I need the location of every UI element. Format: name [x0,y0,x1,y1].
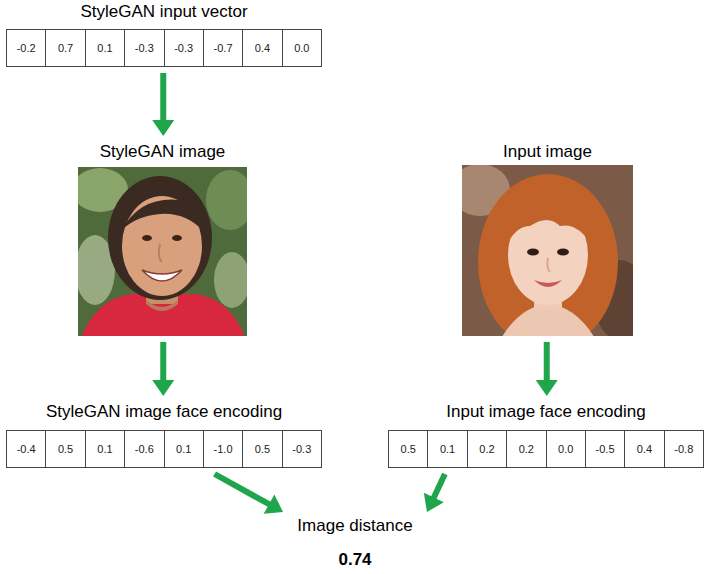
result-box: Image distance 0.74 [275,514,435,570]
cell-value: -0.3 [135,42,154,54]
distance-value: 0.74 [275,550,435,570]
vector-cell: 0.1 [427,430,467,468]
cell-value: 0.4 [637,443,652,455]
vector-cell: 0.1 [85,430,125,468]
cell-value: -0.7 [214,42,233,54]
arrow-shaft [544,342,550,381]
arrow-shaft [433,474,444,498]
vector-heading: Input image face encoding [388,400,704,424]
vector-cell: 0.4 [624,430,664,468]
cell-value: 0.1 [176,443,191,455]
vector-cell: -0.3 [124,29,164,67]
arrow-shaft [215,474,270,505]
vector-cell: -0.3 [164,29,204,67]
vector-cell: -0.3 [282,430,322,468]
panel-heading: Input image [462,140,633,164]
vector-heading: StyleGAN input vector [6,0,322,24]
arrow-shaft [160,342,166,381]
vector-heading: StyleGAN image face encoding [6,400,322,424]
flow-arrow [424,474,445,512]
panel-heading: StyleGAN image [78,140,247,164]
vector-cell: -0.2 [6,29,46,67]
vector-cell: 0.2 [467,430,507,468]
vector-cell: -1.0 [203,430,243,468]
cell-value: 0.2 [479,443,494,455]
arrow-head [152,120,174,136]
cell-value: 0.5 [401,443,416,455]
cell-value: -0.3 [292,443,311,455]
vector-row: Input image face encoding 0.5 0.1 0.2 0.2 0.0… [388,400,704,468]
arrow-head [536,380,558,396]
vector-cell: 0.0 [282,29,322,67]
flow-arrow [536,342,558,396]
vector-cell: 0.5 [242,430,282,468]
cell-value: 0.7 [58,42,73,54]
flow-arrow [152,73,174,136]
cell-value: -1.0 [214,443,233,455]
cell-value: 0.1 [440,443,455,455]
cell-value: 0.1 [97,42,112,54]
cell-value: 0.4 [255,42,270,54]
vector-cell: 0.1 [164,430,204,468]
vector-cell: 0.4 [242,29,282,67]
cell-value: -0.6 [135,443,154,455]
vector-cells: 0.5 0.1 0.2 0.2 0.0 -0.5 0.4 -0.8 [388,430,704,468]
cell-value: 0.5 [58,443,73,455]
image-panel: Input image [462,140,633,336]
input-photo [462,165,633,336]
cell-value: -0.4 [17,443,36,455]
arrow-head [152,380,174,396]
vector-cell: -0.5 [585,430,625,468]
vector-row: StyleGAN input vector-0.20.70.1-0.3-0.3-… [6,0,322,67]
vector-cell: 0.5 [45,430,85,468]
vector-cell: 0.1 [85,29,125,67]
vector-cell: 0.2 [506,430,546,468]
stylegan-photo [78,167,247,336]
vector-cells: -0.4 0.5 0.1 -0.6 0.1 -1.0 0.5 -0.3 [6,430,322,468]
cell-value: 0.5 [255,443,270,455]
vector-cell: 0.7 [45,29,85,67]
cell-value: -0.8 [674,443,693,455]
cell-value: 0.2 [519,443,534,455]
cell-value: -0.2 [17,42,36,54]
cell-value: -0.3 [174,42,193,54]
cell-value: 0.1 [97,443,112,455]
vector-cells: -0.2 0.7 0.1 -0.3 -0.3 -0.7 0.4 0.0 [6,29,322,67]
vector-cell: -0.7 [203,29,243,67]
cell-value: -0.5 [596,443,615,455]
vector-row: StyleGAN image face encoding-0.40.50.1-0… [6,400,322,468]
vector-cell: -0.4 [6,430,46,468]
vector-cell: -0.8 [664,430,704,468]
vector-cell: -0.6 [124,430,164,468]
vector-cell: 0.0 [546,430,586,468]
vector-cell: 0.5 [388,430,428,468]
panel-heading: Image distance [275,514,435,538]
arrow-shaft [160,73,166,121]
image-panel: StyleGAN image [78,140,247,336]
cell-value: 0.0 [294,42,309,54]
flow-arrow [215,474,283,514]
cell-value: 0.0 [558,443,573,455]
flow-arrow [152,342,174,396]
